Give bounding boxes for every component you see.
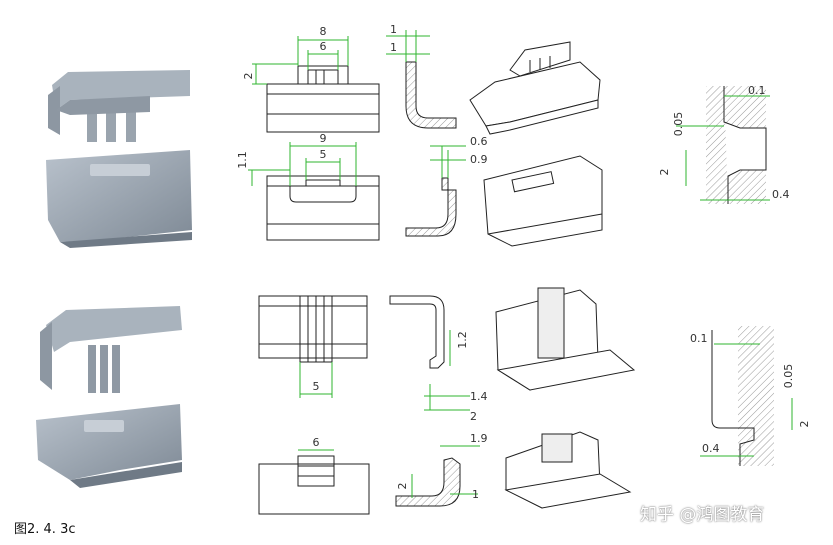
dim-bottom-side-c: 1 [472,488,479,501]
lower-front-view [258,295,368,398]
dim-mid-front-inner: 5 [320,148,327,161]
dim-bottom-side-a: 1.9 [470,432,488,445]
dim-mid-front-outer: 9 [320,132,327,145]
dim-lower-side-a: 1.2 [456,331,469,349]
bottom-front-view [258,449,370,515]
dim-lower-front-w: 5 [313,380,320,393]
render-top-pair [46,70,192,248]
watermark: 知乎 @鸿图教育 [640,505,765,525]
dim-detail2-top: 0.1 [690,332,708,345]
bottom-side-section [395,445,480,507]
lower-iso-view [495,287,636,391]
dim-detail1-top: 0.1 [748,84,766,97]
mid-front-view [248,142,380,241]
dim-top-front-inner: 6 [320,40,327,53]
render-bottom-pair [36,306,182,488]
bottom-iso-view [504,431,632,509]
mid-side-section [405,145,466,237]
detail-2 [700,326,793,466]
dim-lower-side-b: 1.4 [470,390,488,403]
dim-top-front-outer: 8 [320,25,327,38]
figure-caption: 图2. 4. 3c [14,522,76,537]
dim-detail2-h: 2 [798,421,811,428]
top-front-view [252,36,380,133]
dim-top-side-1a: 1 [390,23,397,36]
detail-1 [676,86,770,204]
dim-top-front-h: 2 [242,73,255,80]
dim-detail2-v: 0.05 [782,364,795,389]
dim-top-side-1b: 1 [390,41,397,54]
dim-bottom-side-b: 2 [396,483,409,490]
dim-detail2-bot: 0.4 [702,442,720,455]
dim-mid-side-b: 0.9 [470,153,488,166]
dim-detail1-bot: 0.4 [772,188,790,201]
dim-mid-side-a: 0.6 [470,135,488,148]
dim-detail1-h: 2 [658,169,671,176]
lower-side-section [389,295,470,411]
dim-bottom-front-w: 6 [313,436,320,449]
dim-lower-side-c: 2 [470,410,477,423]
top-iso-view [469,41,601,135]
dim-mid-front-h: 1.1 [236,151,249,169]
mid-iso-view [483,155,603,247]
top-side-section [386,30,457,129]
dim-detail1-v: 0.05 [672,112,685,137]
